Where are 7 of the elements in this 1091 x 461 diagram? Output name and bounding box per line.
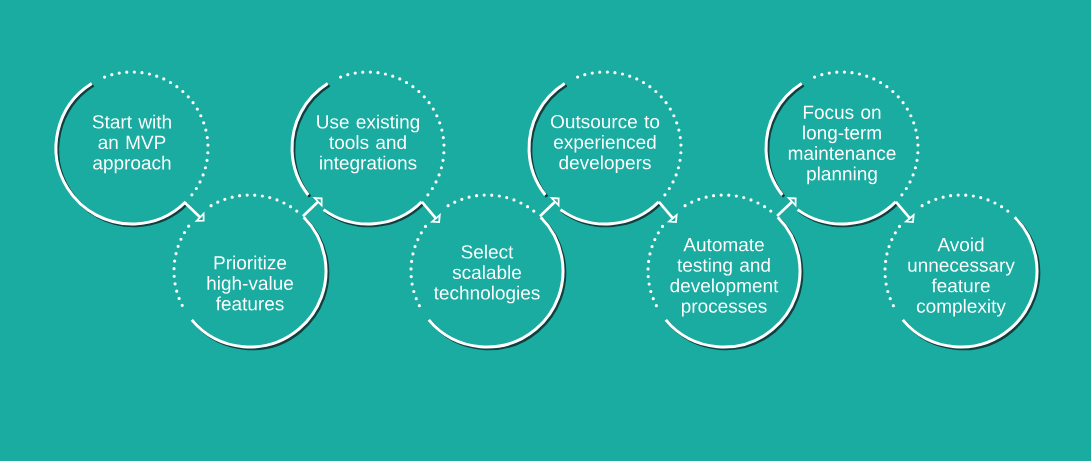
arrow xyxy=(184,201,205,222)
arrow xyxy=(894,201,915,223)
arrow xyxy=(657,201,678,223)
arrow xyxy=(420,201,441,223)
arrow xyxy=(539,197,560,218)
arrow xyxy=(776,197,797,217)
arrow xyxy=(302,197,323,218)
